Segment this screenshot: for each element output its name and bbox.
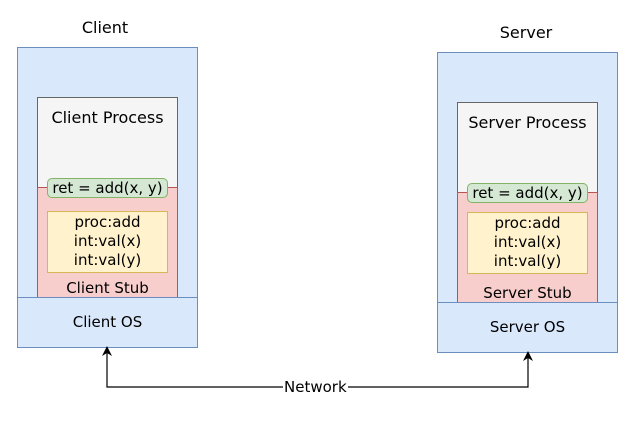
server-param: proc:add — [494, 214, 561, 232]
server-param: int:val(y) — [493, 252, 562, 270]
client-title: Client — [81, 18, 129, 37]
server-process-label: Server Process — [468, 113, 587, 132]
server-stub-label: Server Stub — [483, 284, 572, 302]
client-call-box: ret = add(x, y) — [47, 178, 168, 198]
client-process-label: Client Process — [51, 108, 164, 127]
client-stub-label: Client Stub — [66, 279, 149, 297]
server-param: int:val(x) — [493, 233, 562, 251]
client-os — [17, 297, 198, 348]
client-param: int:val(x) — [73, 232, 142, 250]
server-os-label: Server OS — [489, 318, 566, 336]
client-param: int:val(y) — [73, 251, 142, 269]
network-label: Network — [283, 378, 348, 396]
client-os-label: Client OS — [72, 313, 143, 331]
client-params-box: proc:add int:val(x) int:val(y) — [47, 211, 168, 273]
server-call-box: ret = add(x, y) — [467, 183, 588, 203]
server-params-box: proc:add int:val(x) int:val(y) — [467, 212, 588, 274]
server-os — [437, 302, 618, 353]
client-param: proc:add — [74, 213, 141, 231]
server-title: Server — [499, 23, 553, 42]
